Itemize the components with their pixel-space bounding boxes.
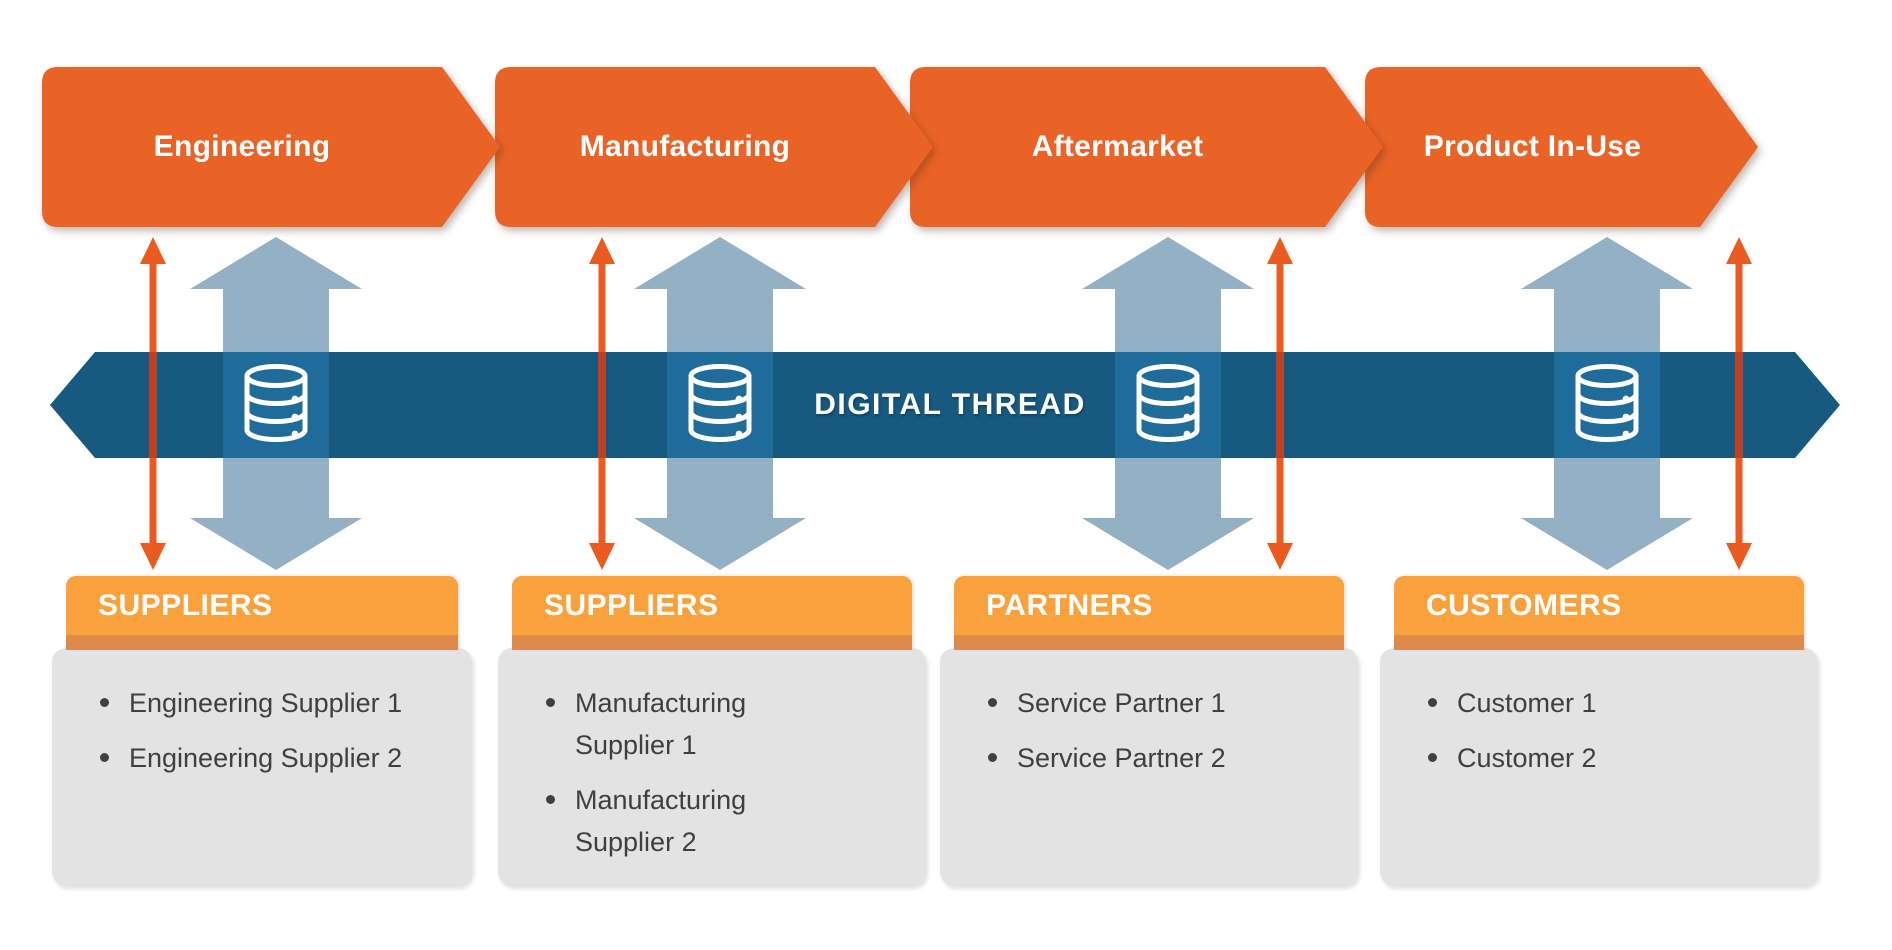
stage-label: Engineering bbox=[153, 130, 331, 163]
band-line-overlay bbox=[149, 352, 156, 458]
list-item-label: Engineering Supplier 2 bbox=[129, 743, 403, 773]
bullet-icon bbox=[100, 698, 109, 707]
list-item: Manufacturing Supplier 1 bbox=[546, 682, 896, 766]
list-item: Customer 1 bbox=[1428, 682, 1788, 724]
list-item-label: Engineering Supplier 1 bbox=[129, 688, 403, 718]
digital-thread-band bbox=[0, 352, 1892, 458]
list-item-label: Service Partner 2 bbox=[1017, 743, 1226, 773]
stage-engineering: Engineering bbox=[42, 67, 504, 227]
group-list-customers: Customer 1 Customer 2 bbox=[1428, 682, 1788, 792]
list-item: Service Partner 1 bbox=[988, 682, 1328, 724]
group-header-engineering-suppliers: SUPPLIERS bbox=[66, 576, 458, 650]
stage-aftermarket: Aftermarket bbox=[910, 67, 1387, 227]
list-item: Service Partner 2 bbox=[988, 737, 1328, 779]
group-title: CUSTOMERS bbox=[1426, 589, 1622, 622]
group-list-partners: Service Partner 1 Service Partner 2 bbox=[988, 682, 1328, 792]
stage-label: Product In-Use bbox=[1423, 130, 1642, 163]
group-header-partners: PARTNERS bbox=[954, 576, 1344, 650]
list-item-label: Customer 2 bbox=[1457, 743, 1597, 773]
group-box-partners bbox=[940, 648, 1358, 886]
stage-label: Manufacturing bbox=[579, 130, 791, 163]
database-icon bbox=[1136, 364, 1200, 442]
bullet-icon bbox=[988, 698, 997, 707]
list-item: Manufacturing Supplier 2 bbox=[546, 779, 896, 863]
stage-product-in-use: Product In-Use bbox=[1365, 67, 1762, 227]
list-item: Customer 2 bbox=[1428, 737, 1788, 779]
bullet-icon bbox=[100, 753, 109, 762]
bullet-icon bbox=[988, 753, 997, 762]
list-item-label: Manufacturing Supplier 2 bbox=[575, 785, 747, 857]
band-line-overlay bbox=[1276, 352, 1283, 458]
group-box-manufacturing-suppliers bbox=[498, 648, 926, 886]
bullet-icon bbox=[546, 795, 555, 804]
bullet-icon bbox=[1428, 698, 1437, 707]
list-item: Engineering Supplier 2 bbox=[100, 737, 440, 779]
database-icon bbox=[1575, 364, 1639, 442]
bullet-icon bbox=[1428, 753, 1437, 762]
band-line-overlay bbox=[1735, 352, 1742, 458]
group-header-customers: CUSTOMERS bbox=[1394, 576, 1804, 650]
group-box-customers bbox=[1380, 648, 1818, 886]
database-icon bbox=[688, 364, 752, 442]
stage-label: Aftermarket bbox=[1031, 130, 1204, 163]
group-title: SUPPLIERS bbox=[544, 589, 719, 622]
database-icon bbox=[244, 364, 308, 442]
list-item: Engineering Supplier 1 bbox=[100, 682, 440, 724]
group-list-manufacturing-suppliers: Manufacturing Supplier 1 Manufacturing S… bbox=[546, 682, 896, 876]
group-header-manufacturing-suppliers: SUPPLIERS bbox=[512, 576, 912, 650]
list-item-label: Manufacturing Supplier 1 bbox=[575, 688, 747, 760]
group-box-engineering-suppliers bbox=[52, 648, 472, 886]
group-title: SUPPLIERS bbox=[98, 589, 273, 622]
group-title: PARTNERS bbox=[986, 589, 1153, 622]
stage-manufacturing: Manufacturing bbox=[495, 67, 937, 227]
list-item-label: Service Partner 1 bbox=[1017, 688, 1226, 718]
list-item-label: Customer 1 bbox=[1457, 688, 1597, 718]
group-list-engineering-suppliers: Engineering Supplier 1 Engineering Suppl… bbox=[100, 682, 440, 792]
band-line-overlay bbox=[598, 352, 605, 458]
bullet-icon bbox=[546, 698, 555, 707]
